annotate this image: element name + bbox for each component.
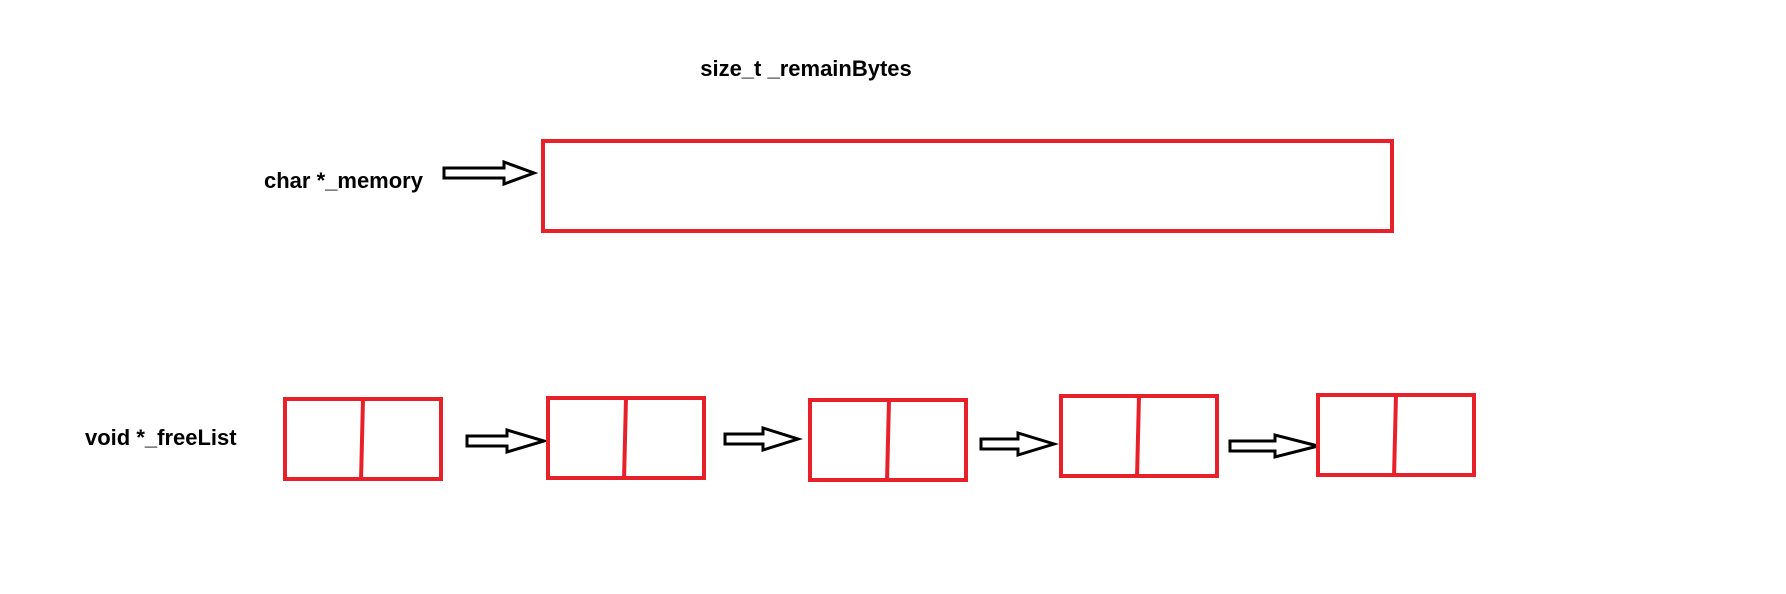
free-list-link-arrow	[1228, 433, 1319, 459]
memory-pointer-arrow	[442, 159, 539, 187]
free-list-node	[808, 398, 968, 483]
free-list-node	[1316, 393, 1476, 478]
memory-label: char *_memory	[264, 168, 424, 193]
memory-block	[541, 139, 1394, 233]
free-list-node	[546, 396, 706, 481]
free-list-node	[1059, 394, 1219, 479]
free-list-link-arrow	[723, 425, 804, 453]
remain-bytes-label: size_t _remainBytes	[700, 56, 912, 81]
free-list-link-arrow	[979, 430, 1060, 458]
free-list-link-arrow	[465, 427, 550, 455]
free-list-label: void *_freeList	[85, 425, 237, 450]
free-list-node	[283, 397, 443, 482]
